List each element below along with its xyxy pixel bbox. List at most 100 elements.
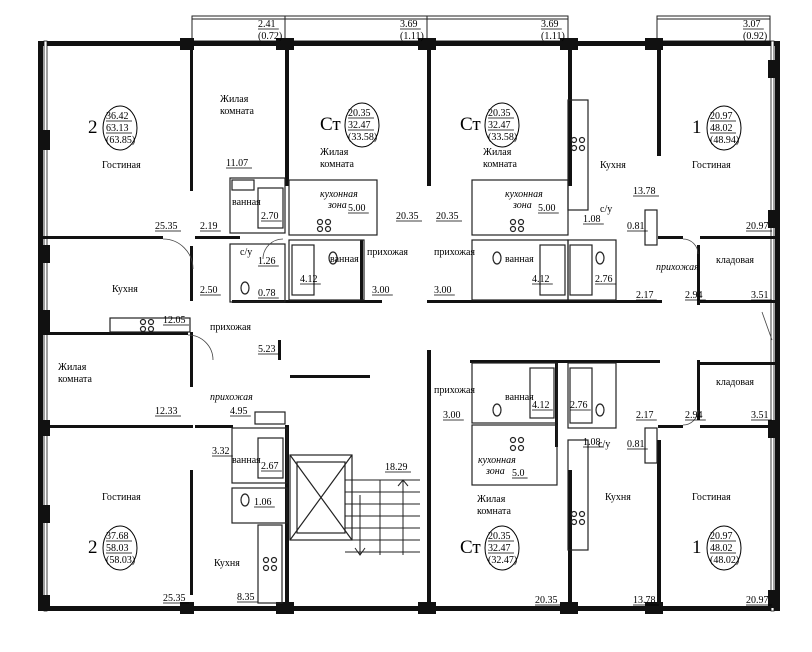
room-label-wc: с/у [600, 204, 612, 215]
text-layer: 2.41(0.72)3.69(1.11)3.69(1.11)3.07(0.92)… [58, 19, 772, 606]
room-label-hallway: прихожая [434, 247, 475, 258]
room-area: 0.78 [258, 288, 276, 299]
room-area: 20.35 [396, 211, 419, 222]
kitchen-zone-2 [288, 179, 378, 236]
apartment-area-oval [484, 525, 520, 571]
apartment-total-area: 48.02 [710, 543, 733, 554]
room-label-living-room: комната [220, 106, 255, 117]
apartment-room-count: 1 [692, 537, 702, 558]
room-area: 11.07 [226, 158, 248, 169]
bath-block-4 [471, 239, 569, 301]
apartment-living-area: 37.68 [106, 531, 129, 542]
room-area: 2.17 [636, 410, 654, 421]
apartment-living-area: 20.35 [348, 108, 371, 119]
room-area: 2.94 [685, 290, 703, 301]
bath-block-3 [288, 239, 365, 301]
room-label-hallway: прихожая [210, 322, 251, 333]
bath-block-5 [567, 239, 617, 301]
apartment-room-count: Ст [460, 537, 481, 558]
room-area: 1.08 [583, 214, 601, 225]
room-label-hallway: прихожая [367, 247, 408, 258]
room-area: 3.51 [751, 410, 769, 421]
room-label-bathroom: ванная [330, 254, 359, 265]
apartment-total-area: 32.47 [348, 120, 371, 131]
room-area: 8.35 [237, 592, 255, 603]
kitchen-counter-4 [567, 99, 589, 211]
balcony-reduced-area: (1.11) [541, 31, 565, 42]
apartment-living-area: 20.35 [488, 108, 511, 119]
room-label-guest-room: Гостиная [102, 160, 141, 171]
apartment-area-oval [102, 525, 138, 571]
room-area: 4.12 [532, 274, 550, 285]
kitchen-counter-1 [109, 317, 191, 333]
room-area: 1.26 [258, 256, 276, 267]
apartment-total-area: 58.03 [106, 543, 129, 554]
room-area: 25.35 [163, 593, 186, 604]
bath-block-1 [229, 177, 286, 234]
room-area: 5.23 [258, 344, 276, 355]
room-area: 3.00 [434, 285, 452, 296]
elevator-shaft [289, 454, 353, 541]
room-label-living-room: Жилая [483, 147, 512, 158]
room-label-hallway: прихожая [656, 262, 699, 273]
apartment-reduced-area: (58.03) [106, 555, 135, 566]
room-area: 2.19 [200, 221, 218, 232]
room-area: 20.35 [436, 211, 459, 222]
apartment-total-area: 32.47 [488, 120, 511, 131]
apartment-total-area: 48.02 [710, 123, 733, 134]
apartment-room-count: Ст [320, 114, 341, 135]
room-area: 18.29 [385, 462, 408, 473]
room-area: 12.33 [155, 406, 178, 417]
room-area: 13.78 [633, 595, 656, 606]
room-area: 4.12 [300, 274, 318, 285]
apartment-reduced-area: (32.47) [488, 555, 517, 566]
room-area: 2.17 [636, 290, 654, 301]
room-label-kitchen: Кухня [214, 558, 240, 569]
apartment-area-oval [344, 102, 380, 148]
apartment-room-count: 1 [692, 117, 702, 138]
room-label-living-room: Жилая [320, 147, 349, 158]
room-label-kitchen-zone: кухонная [505, 189, 543, 200]
room-label-living-room: Жилая [220, 94, 249, 105]
room-area: 3.00 [443, 410, 461, 421]
apartment-total-area: 63.13 [106, 123, 129, 134]
apartment-reduced-area: (33.58) [348, 132, 377, 143]
room-area: 3.00 [372, 285, 390, 296]
room-label-hallway: прихожая [210, 392, 253, 403]
stairs [345, 479, 420, 556]
room-label-guest-room: Гостиная [692, 492, 731, 503]
apartment-room-count: Ст [460, 114, 481, 135]
balcony-area: 3.69 [541, 19, 559, 30]
room-area: 4.95 [230, 406, 248, 417]
bath-block-2 [229, 243, 286, 303]
room-label-kitchen-zone: зона [485, 466, 505, 477]
room-area: 1.06 [254, 497, 272, 508]
apartment-area-oval [484, 102, 520, 148]
room-area: 5.00 [538, 203, 556, 214]
room-label-kitchen-zone: зона [327, 200, 347, 211]
balcony-reduced-area: (0.92) [743, 31, 767, 42]
apartment-living-area: 36.42 [106, 111, 129, 122]
apartment-living-area: 20.35 [488, 531, 511, 542]
apartment-total-area: 32.47 [488, 543, 511, 554]
room-area: 2.67 [261, 461, 279, 472]
room-area: 0.81 [627, 221, 645, 232]
room-area: 12.05 [163, 315, 186, 326]
balcony-area: 2.41 [258, 19, 276, 30]
apartment-living-area: 20.97 [710, 531, 733, 542]
room-area: 3.51 [751, 290, 769, 301]
room-label-guest-room: Гостиная [102, 492, 141, 503]
apartment-area-oval [706, 105, 742, 151]
room-label-kitchen-zone: кухонная [320, 189, 358, 200]
balcony-reduced-area: (0.72) [258, 31, 282, 42]
apartment-area-oval [102, 105, 138, 151]
room-label-storage: кладовая [716, 377, 754, 388]
room-area: 2.50 [200, 285, 218, 296]
room-label-wc: с/у [240, 247, 252, 258]
room-label-living-room: комната [483, 159, 518, 170]
apartment-reduced-area: (63.85) [106, 135, 135, 146]
bath-block-6 [471, 362, 558, 424]
room-area: 5.0 [512, 468, 525, 479]
room-label-bathroom: ванная [232, 455, 261, 466]
room-label-living-room: комната [58, 374, 93, 385]
